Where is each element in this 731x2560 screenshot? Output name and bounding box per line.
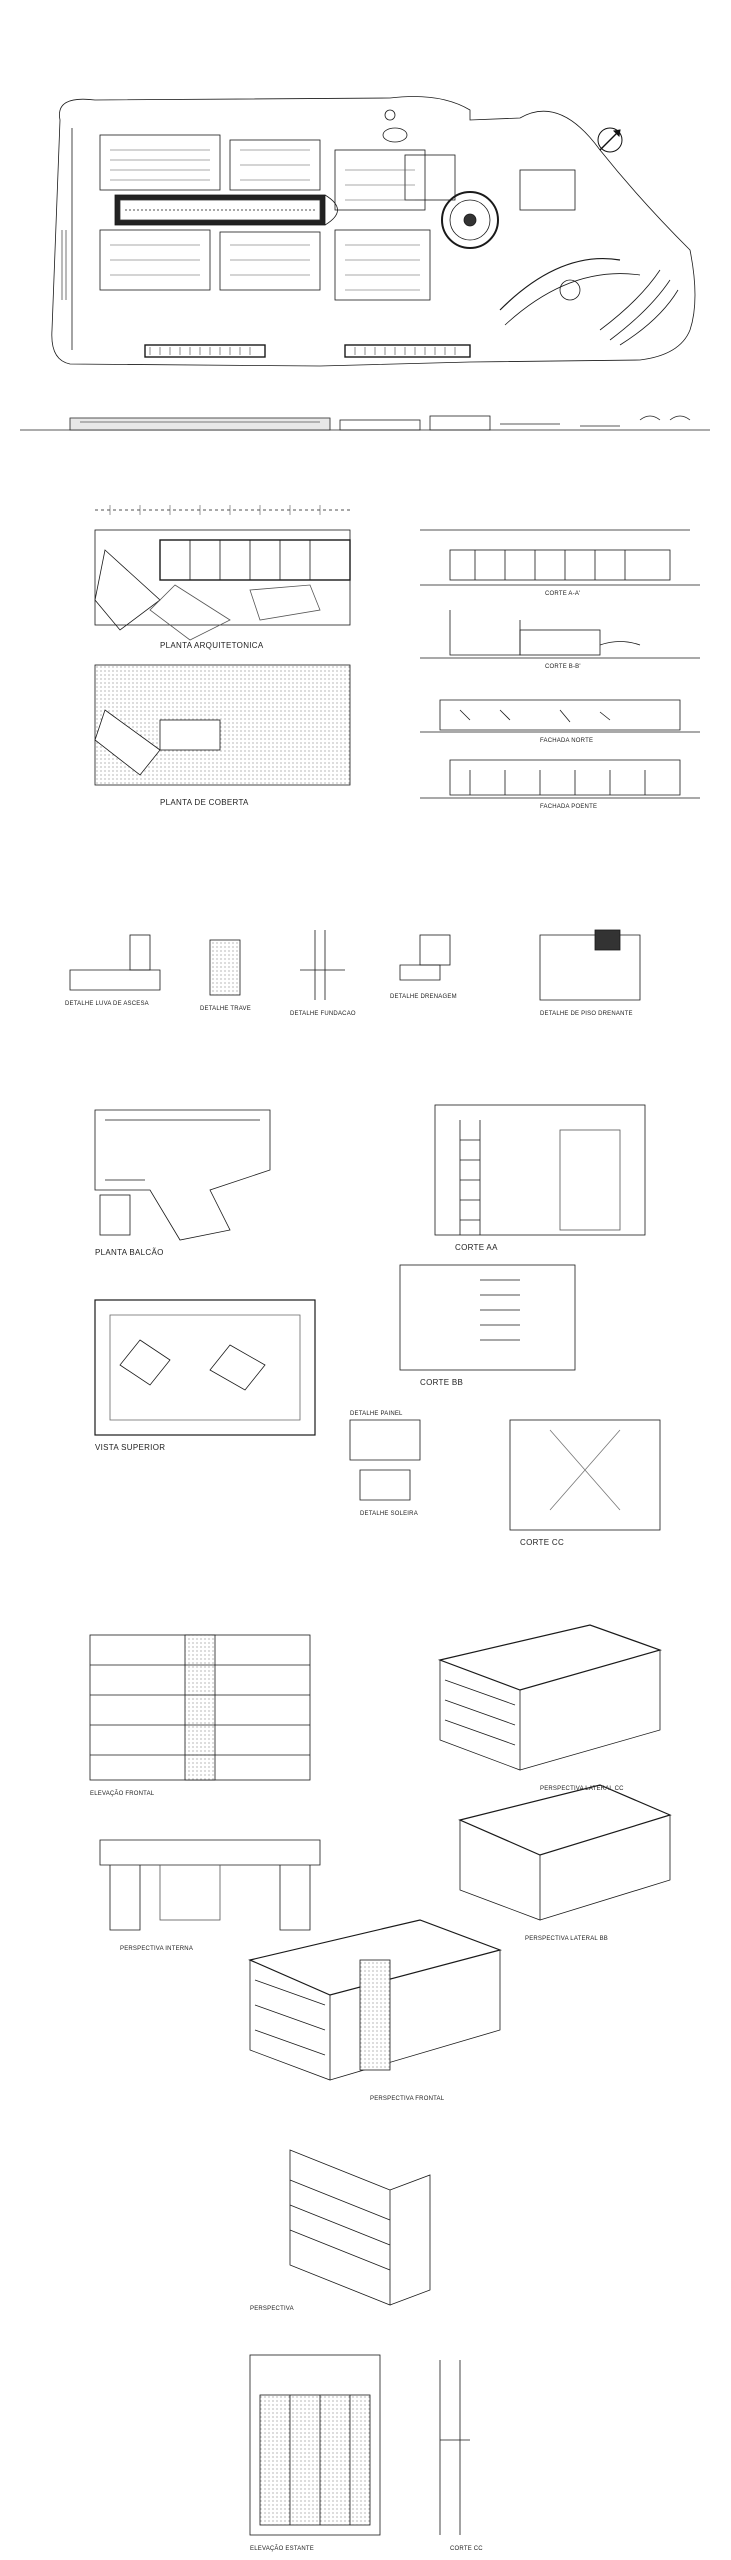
counter-panel-caption: DETALHE PAINEL [350, 1411, 403, 1417]
front-elevation-caption: ELEVAÇÃO FRONTAL [90, 1790, 155, 1797]
counter-top-caption: VISTA SUPERIOR [95, 1443, 165, 1452]
cabinet-elev-caption: ELEVAÇÃO ESTANTE [250, 2545, 314, 2552]
kiosk-cover-caption: PLANTA DE COBERTA [160, 798, 249, 807]
counter-cut-cc-caption: CORTE CC [520, 1538, 564, 1547]
detail-2-caption: DETALHE TRAVE [200, 1006, 251, 1012]
shelf-persp-caption: PERSPECTIVA [250, 2306, 294, 2312]
perspectives-sheet: ELEVAÇÃO FRONTAL PERSPECTIVA LATERAL CC … [89, 1624, 672, 2102]
north-arrow-icon [597, 127, 623, 153]
shelf-perspective: PERSPECTIVA [250, 2149, 431, 2312]
kiosk-plan-caption: PLANTA ARQUITETONICA [160, 641, 264, 650]
kiosk-facade-north-caption: FACHADA NORTE [540, 738, 593, 744]
detail-4-caption: DETALHE DRENAGEM [390, 994, 457, 1000]
frontal-persp-caption: PERSPECTIVA FRONTAL [370, 2096, 445, 2102]
internal-persp-caption: PERSPECTIVA INTERNA [120, 1946, 193, 1952]
construction-details-strip: DETALHE LUVA DE ASCESA DETALHE TRAVE DET… [65, 929, 641, 1017]
kiosk-facade-west-caption: FACHADA POENTE [540, 804, 597, 810]
site-plan-drawing [20, 96, 710, 431]
detail-3-caption: DETALHE FUNDACAO [290, 1011, 356, 1017]
counter-plan-caption: PLANTA BALCÃO [95, 1248, 164, 1257]
kiosk-cut-bb-caption: CORTE B-B' [545, 664, 581, 670]
kiosk-plans-sheet: PLANTA ARQUITETONICA PLANTA DE COBERTA C… [94, 505, 700, 810]
detail-1-caption: DETALHE LUVA DE ASCESA [65, 1001, 149, 1007]
lateral-bb-caption: PERSPECTIVA LATERAL BB [525, 1936, 608, 1942]
counter-cut-bb-caption: CORTE BB [420, 1378, 463, 1387]
cabinet-cut-caption: CORTE CC [450, 2546, 483, 2552]
lateral-cc-caption: PERSPECTIVA LATERAL CC [540, 1786, 624, 1792]
cabinet-elevation-sheet: ELEVAÇÃO ESTANTE CORTE CC [249, 2354, 483, 2552]
counter-cut-aa-caption: CORTE AA [455, 1243, 498, 1252]
detail-5-caption: DETALHE DE PISO DRENANTE [540, 1011, 633, 1017]
kiosk-cut-aa-caption: CORTE A-A' [545, 591, 580, 597]
counter-drawings-sheet: PLANTA BALCÃO VISTA SUPERIOR CORTE AA CO… [94, 1104, 661, 1547]
counter-base-caption: DETALHE SOLEIRA [360, 1511, 418, 1517]
